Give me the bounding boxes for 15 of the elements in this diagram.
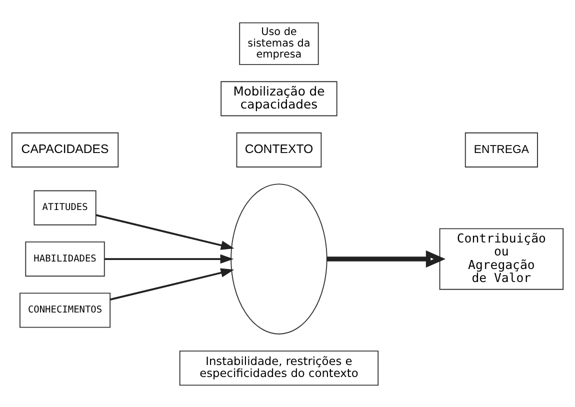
node-box: ATITUDES [34, 190, 96, 225]
node-box: Uso de sistemas da empresa [239, 22, 319, 65]
arrow [326, 250, 446, 268]
node-box: CONTEXTO [236, 132, 322, 167]
arrow [110, 268, 234, 300]
node-box: HABILIDADES [25, 240, 105, 276]
node-box: Contribuição ou Agregação de Valor [439, 228, 564, 290]
node-box: CAPACIDADES [11, 132, 119, 167]
node-box: Mobilização de capacidades [220, 80, 338, 116]
arrow [96, 214, 234, 250]
node-ellipse [230, 183, 328, 334]
node-box: ENTREGA [464, 132, 538, 167]
arrow [104, 254, 234, 264]
node-box: Instabilidade, restrições e especificidades do contexto [179, 350, 379, 386]
node-box: CONHECIMENTOS [19, 292, 111, 328]
